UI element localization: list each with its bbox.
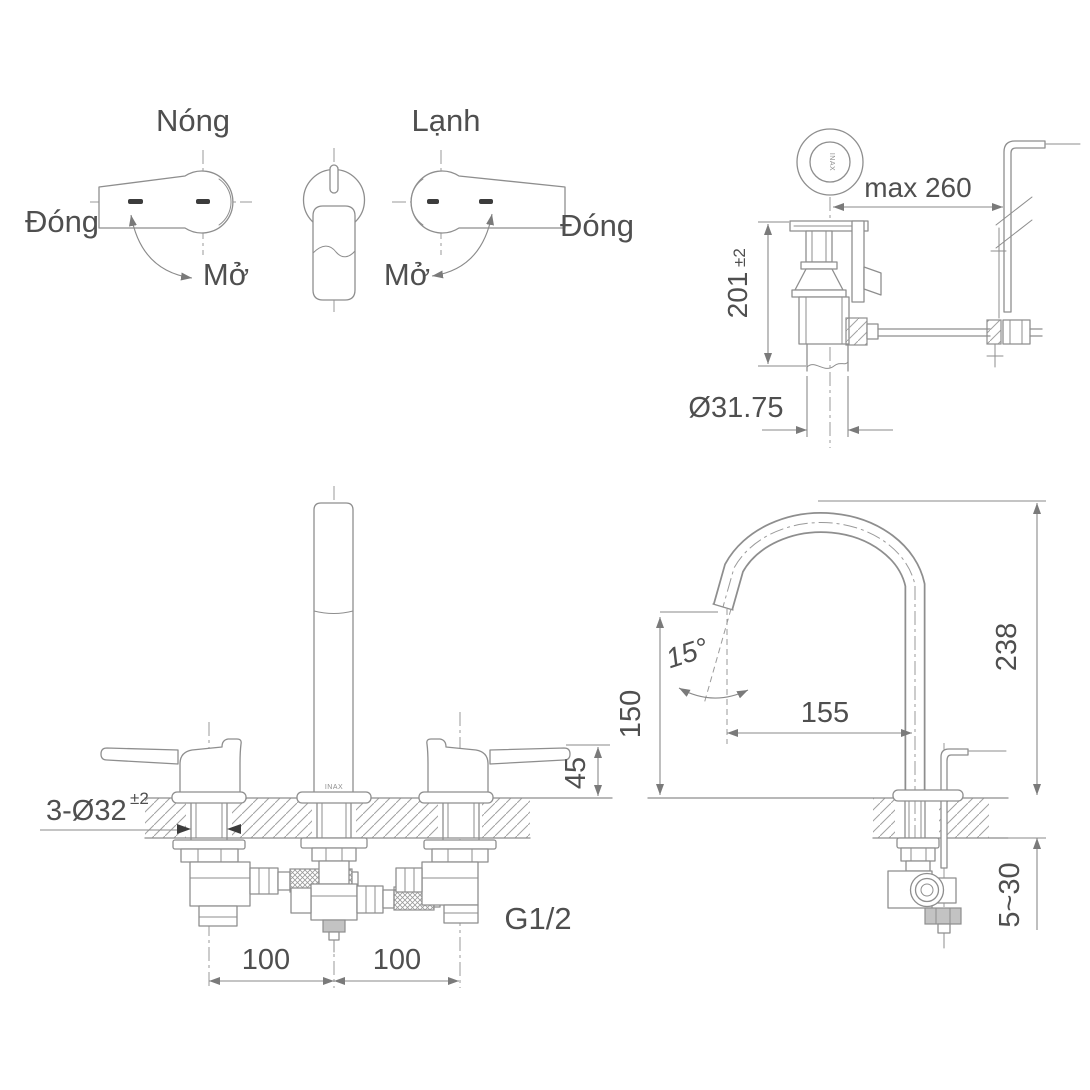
drain-max-reach-dim: max 260 xyxy=(864,172,971,203)
hot-label: Nóng xyxy=(156,103,230,138)
spout-column xyxy=(313,502,354,794)
front-logo: INAX xyxy=(325,784,343,791)
spout-angle-arc xyxy=(678,687,749,699)
hot-handle-indicator-mark xyxy=(128,199,143,204)
hole-edge-arrow-left xyxy=(177,824,191,834)
open-label-right: Mở xyxy=(384,257,430,292)
front-right-handle-lever xyxy=(489,747,571,765)
spout-reach-dim: 155 xyxy=(801,697,849,729)
hot-open-direction-arrow xyxy=(129,214,193,281)
thread-size-label: G1/2 xyxy=(504,901,571,936)
svg-text:201: 201 xyxy=(722,272,753,319)
drain-lift-rod xyxy=(1003,140,1046,313)
svg-text:±2: ±2 xyxy=(730,248,749,267)
hole-edge-arrow-right xyxy=(227,824,241,834)
hole-count-dim: 3-Ø32 xyxy=(46,795,127,827)
drain-height-dim: 201 ±2 xyxy=(722,248,753,318)
pitch-right-dim: 100 xyxy=(373,944,421,976)
cold-open-direction-arrow xyxy=(431,213,494,279)
cold-handle-indicator-mark xyxy=(427,199,439,204)
drain-logo: INAX xyxy=(828,153,835,171)
hot-handle-outline xyxy=(98,170,234,234)
cold-label: Lạnh xyxy=(412,103,481,138)
open-label-left: Mở xyxy=(203,257,249,292)
deck-thickness-dim: 5~30 xyxy=(994,862,1026,927)
handle-height-dim: 45 xyxy=(560,757,592,789)
overall-height-dim: 238 xyxy=(991,623,1023,671)
handle-operation-view: Nóng Lạnh Đóng Đóng Mở Mở xyxy=(25,103,634,315)
side-elevation-view: 150 15° 155 238 5~30 xyxy=(615,500,1046,949)
spout-height-dim: 150 xyxy=(615,690,647,738)
front-left-handle-lever xyxy=(100,747,179,765)
pitch-left-dim: 100 xyxy=(242,944,290,976)
close-label-right: Đóng xyxy=(560,208,634,243)
spout-angle-dim: 15° xyxy=(662,632,712,675)
drain-tail-diameter-dim: Ø31.75 xyxy=(688,392,783,424)
hole-count-tol: ±2 xyxy=(130,789,149,808)
close-label-left: Đóng xyxy=(25,204,99,239)
side-lift-rod xyxy=(940,748,969,869)
gooseneck-spout xyxy=(712,512,926,800)
drain-plug-top-view xyxy=(796,128,864,196)
drain-assembly-view: INAX max 260 xyxy=(688,128,1081,448)
front-elevation-view: INAX xyxy=(40,486,613,988)
lift-rod-clamp xyxy=(986,319,1002,345)
